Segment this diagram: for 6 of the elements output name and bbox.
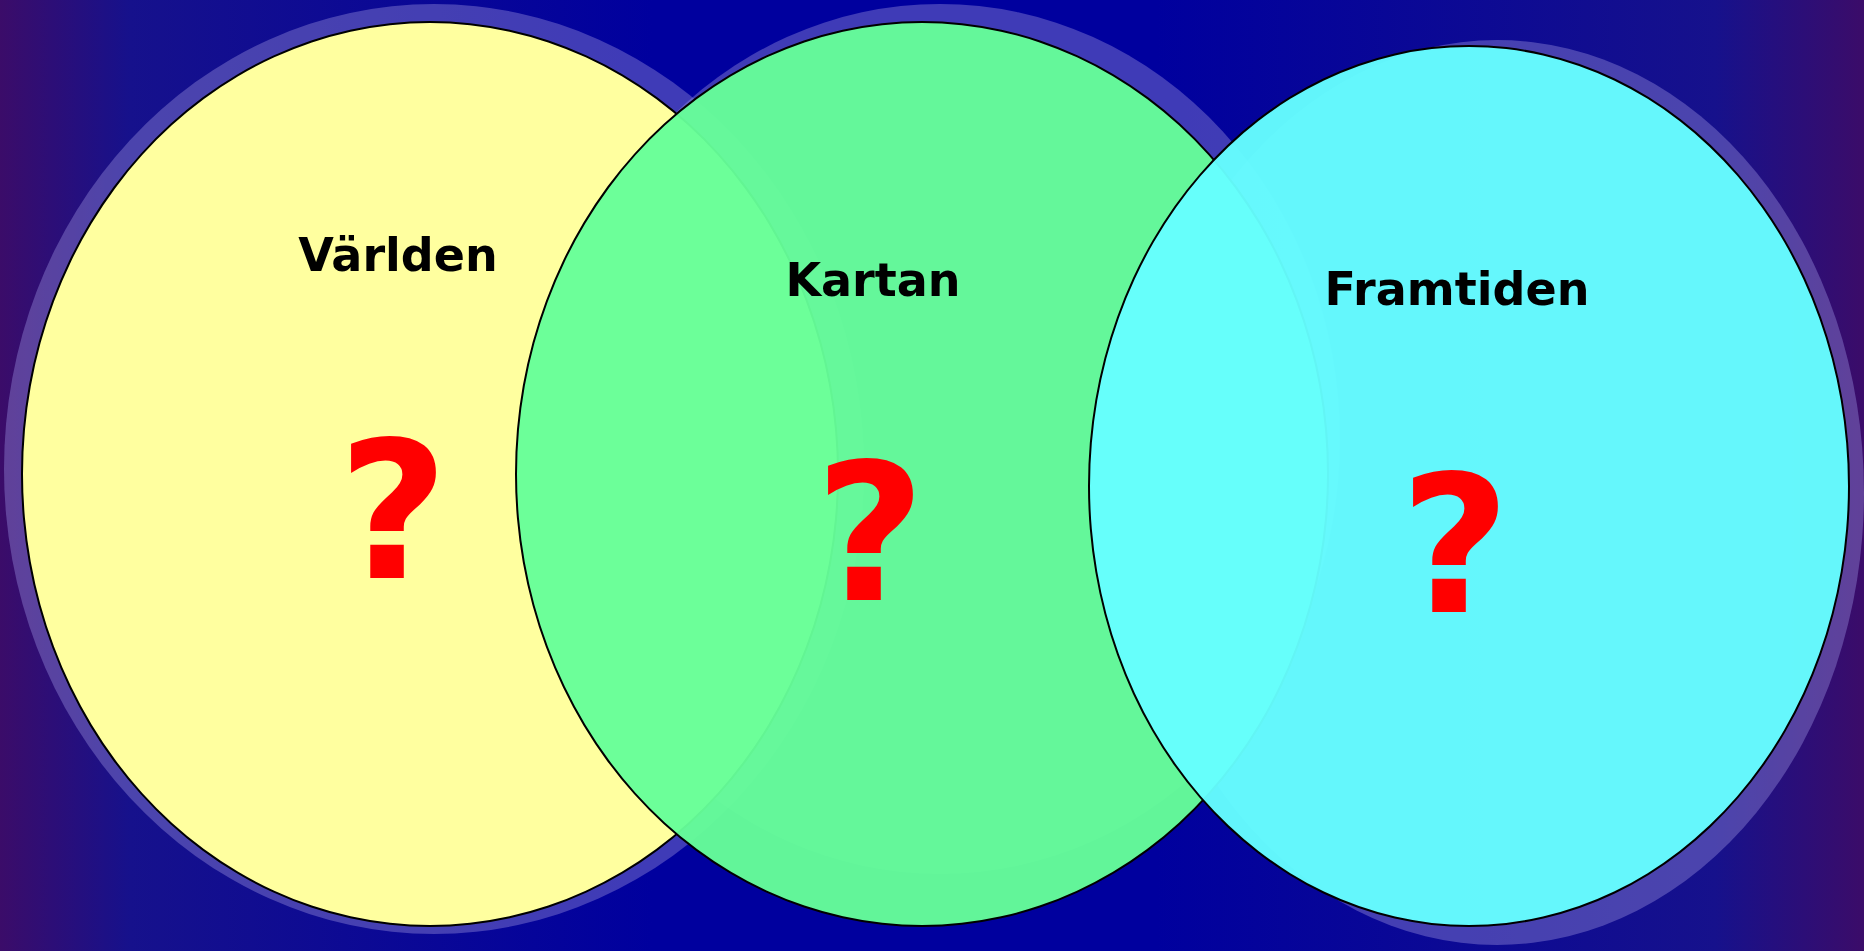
- ellipse-heading: Världen: [298, 228, 498, 282]
- question-mark: ?: [337, 418, 449, 608]
- question-mark: ?: [814, 440, 926, 630]
- ellipse-heading: Framtiden: [1324, 262, 1590, 316]
- ellipse-heading: Kartan: [785, 253, 961, 307]
- question-mark: ?: [1399, 452, 1511, 642]
